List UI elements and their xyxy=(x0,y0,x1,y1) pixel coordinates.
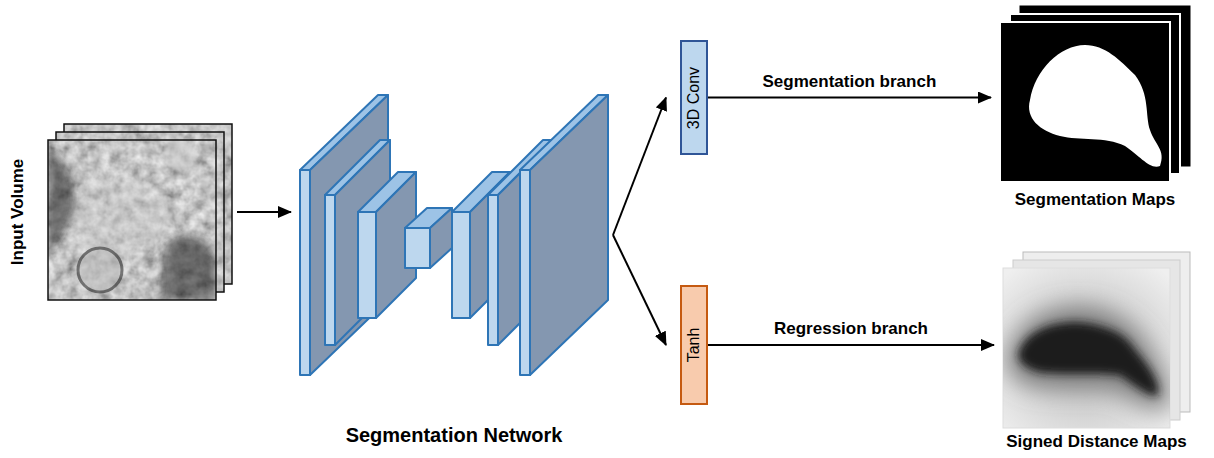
distance-gradient xyxy=(1007,307,1169,408)
segmentation-network: Segmentation Network xyxy=(300,95,608,375)
layer-side xyxy=(530,95,608,375)
vessel xyxy=(78,248,122,292)
volume-slice xyxy=(48,140,216,300)
layer-front xyxy=(488,195,498,345)
map-slice xyxy=(1000,22,1170,182)
sdm-content xyxy=(1007,307,1169,408)
sdm-slice xyxy=(1003,268,1170,428)
caption-label: Signed Distance Maps xyxy=(1006,432,1186,452)
network-blocks xyxy=(300,95,608,375)
caption-label: Segmentation Network xyxy=(346,423,563,447)
layer-side xyxy=(430,208,452,268)
segmentation-mask xyxy=(1029,45,1162,167)
caption-label: Segmentation Maps xyxy=(1015,190,1176,210)
layer-front xyxy=(325,195,335,345)
segmentation-map-stack xyxy=(1000,6,1190,182)
layer-front xyxy=(405,228,430,268)
layer-front xyxy=(358,212,376,318)
distance-map-stack xyxy=(1003,252,1190,428)
caption-label: Input Volume xyxy=(8,159,28,265)
conv-box: 3D Conv xyxy=(680,40,708,155)
anatomy xyxy=(48,140,216,300)
arrow-connector xyxy=(613,98,666,236)
distance-core xyxy=(1019,322,1158,395)
layer-front xyxy=(520,170,530,375)
box-label: Tanh xyxy=(684,328,703,363)
dark-region xyxy=(48,150,74,260)
arrow-connector xyxy=(613,235,666,345)
box-label: 3D Conv xyxy=(684,66,703,128)
branch-label: Segmentation branch xyxy=(760,72,940,92)
signed-distance-maps: Signed Distance Maps xyxy=(1003,252,1190,428)
segmentation-maps: Segmentation Maps xyxy=(1000,6,1190,182)
vessel xyxy=(164,140,196,171)
layer-front xyxy=(452,212,470,318)
arrow-connector xyxy=(237,211,291,213)
branch-label: Regression branch xyxy=(771,319,931,339)
layer-front xyxy=(300,170,310,375)
input-volume: Input Volume xyxy=(48,124,232,300)
arrow-connector xyxy=(708,97,991,99)
dark-region xyxy=(160,236,216,300)
input-volume-stack xyxy=(48,124,232,300)
organ-shading xyxy=(70,177,170,253)
tanh-box: Tanh xyxy=(680,285,708,405)
volume-slice-border xyxy=(48,140,216,300)
arrow-connector xyxy=(708,344,994,346)
